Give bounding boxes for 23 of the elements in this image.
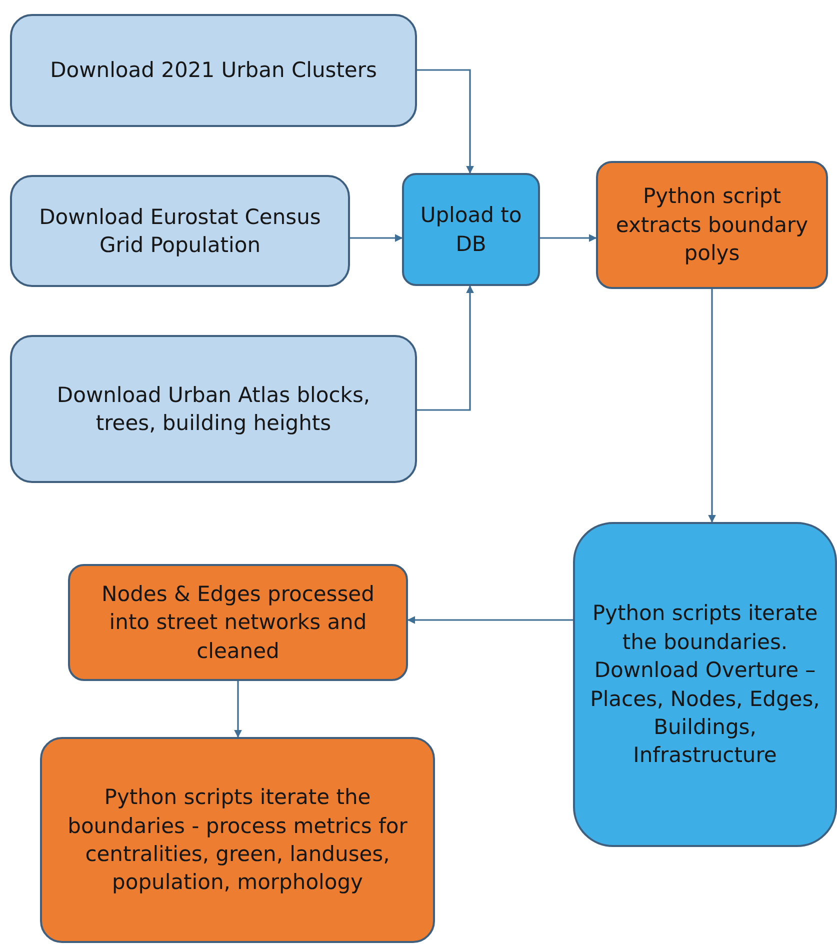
process-box <box>573 522 837 847</box>
script-step-box <box>40 737 435 943</box>
step-text: Python script extracts boundary polys <box>614 183 810 268</box>
step-text: Python scripts iterate the boundaries - process metrics for centralities, green, landuses, population, morphology <box>66 784 408 896</box>
step-text: Upload to DB <box>419 202 523 258</box>
step-text: Download Urban Atlas blocks, trees, building heights <box>56 382 372 437</box>
download-box <box>10 175 350 287</box>
arrow <box>407 616 573 624</box>
step-text: Download 2021 Urban Clusters <box>50 57 377 84</box>
arrow <box>708 289 716 523</box>
step-text: Download Eurostat Census Grid Population <box>38 204 322 259</box>
arrow <box>417 285 474 411</box>
download-box <box>10 14 417 127</box>
process-box <box>402 173 540 286</box>
download-box <box>10 335 417 483</box>
script-step-box <box>596 161 828 289</box>
script-step-box <box>68 564 408 681</box>
arrow <box>417 69 474 174</box>
arrow <box>234 681 242 738</box>
step-text: Nodes & Edges processed into street networks and cleaned <box>100 580 376 665</box>
arrow <box>540 234 597 242</box>
arrow <box>350 234 403 242</box>
step-text: Python scripts iterate the boundaries. Download Overture – Places, Nodes, Edges, Buildings, Infrastructure <box>589 600 821 770</box>
